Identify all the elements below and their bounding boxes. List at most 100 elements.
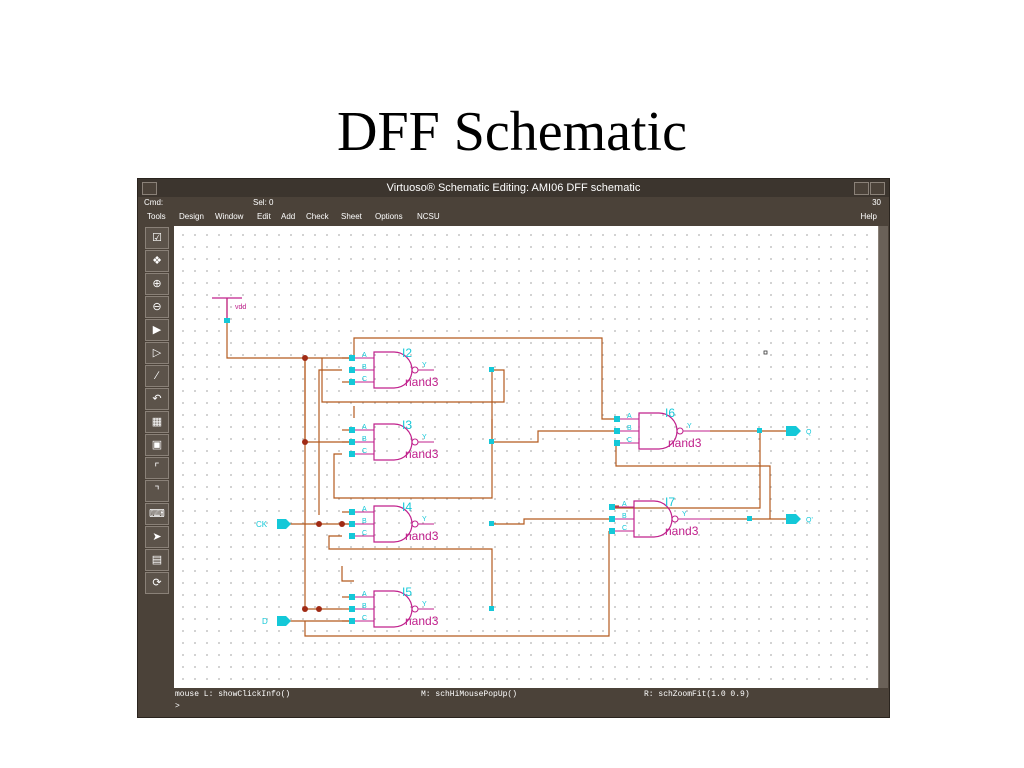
menu-check[interactable]: Check — [306, 212, 329, 221]
zoom-out-icon[interactable]: ⊖ — [145, 296, 169, 318]
gate-i5[interactable]: A B C Y I5 nand3 — [349, 585, 494, 628]
pin-b-label: B — [627, 425, 632, 432]
menu-ncsu[interactable]: NCSU — [417, 212, 440, 221]
pin-c-label: C — [622, 525, 627, 532]
tool-palette: ☑ ❖ ⊕ ⊖ ▶ ▷ ∕ ↶ ▦ ▣ ⌜ ⌝ ⌨ ➤ ▤ ⟳ — [142, 225, 174, 690]
schematic-drawing[interactable]: vdd CK D Q Q' — [174, 226, 879, 688]
mouse-middle-binding: M: schHiMousePopUp() — [421, 690, 518, 699]
pin-a-label: A — [627, 413, 632, 420]
pin-icon[interactable]: ➤ — [145, 526, 169, 548]
pin-y-label: Y — [422, 516, 427, 523]
menu-sheet[interactable]: Sheet — [341, 212, 362, 221]
menu-options[interactable]: Options — [375, 212, 403, 221]
descend-icon[interactable]: ▤ — [145, 549, 169, 571]
gate-type: nand3 — [405, 447, 439, 461]
pin-y-label: Y — [687, 423, 692, 430]
mouse-left-binding: mouse L: showClickInfo() — [175, 690, 291, 699]
undo-icon[interactable]: ↶ — [145, 388, 169, 410]
pin-y-label: Y — [422, 434, 427, 441]
mouse-binding-bar: mouse L: showClickInfo() M: schHiMousePo… — [174, 689, 887, 701]
wire-icon[interactable]: ∕ — [145, 365, 169, 387]
wire-narrow-icon[interactable]: ⌜ — [145, 457, 169, 479]
pin-c-label: C — [362, 448, 367, 455]
gate-i3[interactable]: A B C Y I3 nand3 — [349, 418, 494, 461]
menu-help[interactable]: Help — [860, 212, 877, 221]
pin-c-label: C — [627, 437, 632, 444]
pin-a-label: A — [362, 352, 367, 359]
sel-label: Sel: 0 — [253, 198, 274, 207]
zoom-fit-icon[interactable]: ❖ — [145, 250, 169, 272]
gate-i2[interactable]: A B C Y I2 nand3 — [349, 346, 494, 389]
pin-ck-label: CK — [256, 520, 268, 529]
gate-i7[interactable]: A B C Y I7 nand3 — [609, 495, 752, 538]
pin-a-label: A — [362, 424, 367, 431]
gate-type: nand3 — [668, 436, 702, 450]
menu-add[interactable]: Add — [281, 212, 296, 221]
wires — [226, 298, 786, 637]
gate-type: nand3 — [405, 614, 439, 628]
stretch-icon[interactable]: ▶ — [145, 319, 169, 341]
virtuoso-window: Virtuoso® Schematic Editing: AMI06 DFF s… — [137, 178, 890, 718]
pin-d-label: D — [262, 617, 268, 626]
pin-c-label: C — [362, 530, 367, 537]
menu-bar: Tools Design Window Edit Add Check Sheet… — [138, 209, 889, 225]
copy-icon[interactable]: ▷ — [145, 342, 169, 364]
gate-name: I3 — [402, 418, 412, 432]
pin-b-label: B — [362, 436, 367, 443]
pin-y-label: Y — [422, 601, 427, 608]
vertical-scrollbar[interactable] — [878, 226, 888, 688]
instance-icon[interactable]: ▣ — [145, 434, 169, 456]
command-line[interactable]: > — [174, 701, 887, 713]
pin-q-label: Q — [806, 429, 812, 436]
menu-design[interactable]: Design — [179, 212, 204, 221]
return-icon[interactable]: ⟳ — [145, 572, 169, 594]
window-menu-icon[interactable] — [142, 182, 157, 195]
menu-tools[interactable]: Tools — [147, 212, 166, 221]
pin-y-label: Y — [422, 362, 427, 369]
pin-qb[interactable]: Q' — [786, 514, 813, 524]
slide-title: DFF Schematic — [337, 101, 687, 163]
gate-type: nand3 — [405, 529, 439, 543]
zoom-in-icon[interactable]: ⊕ — [145, 273, 169, 295]
selection-marker — [763, 350, 768, 355]
status-bar: Cmd: Sel: 0 30 — [138, 197, 889, 209]
window-title: Virtuoso® Schematic Editing: AMI06 DFF s… — [386, 182, 641, 194]
window-titlebar[interactable]: Virtuoso® Schematic Editing: AMI06 DFF s… — [138, 179, 889, 197]
maximize-icon[interactable] — [870, 182, 885, 195]
gate-type: nand3 — [405, 375, 439, 389]
vdd-label: vdd — [235, 304, 246, 311]
wire-wide-icon[interactable]: ⌝ — [145, 480, 169, 502]
pin-d[interactable]: D — [262, 616, 291, 626]
pin-a-label: A — [622, 501, 627, 508]
status-count: 30 — [872, 198, 881, 207]
check-box-icon[interactable]: ☑ — [145, 227, 169, 249]
gate-type: nand3 — [665, 524, 699, 538]
gate-name: I4 — [402, 500, 412, 514]
gate-name: I6 — [665, 406, 675, 420]
label-icon[interactable]: ⌨ — [145, 503, 169, 525]
gate-i6[interactable]: A B C Y I6 nand3 — [614, 406, 762, 450]
pin-y-label: Y — [682, 511, 687, 518]
gate-name: I7 — [665, 495, 675, 509]
pin-ck[interactable]: CK — [256, 519, 291, 529]
vdd-symbol[interactable]: vdd — [212, 297, 246, 323]
pin-b-label: B — [362, 364, 367, 371]
gate-name: I2 — [402, 346, 412, 360]
pin-a-label: A — [362, 591, 367, 598]
minimize-icon[interactable] — [854, 182, 869, 195]
pin-c-label: C — [362, 615, 367, 622]
pin-qb-label: Q' — [806, 517, 813, 524]
pin-b-label: B — [622, 513, 627, 520]
gate-i4[interactable]: A B C Y I4 nand3 — [349, 500, 494, 543]
cmd-label: Cmd: — [144, 198, 164, 207]
menu-window[interactable]: Window — [215, 212, 244, 221]
pin-a-label: A — [362, 506, 367, 513]
pin-b-label: B — [362, 518, 367, 525]
pin-q[interactable]: Q — [786, 426, 812, 436]
schematic-canvas[interactable]: vdd CK D Q Q' — [174, 226, 879, 688]
menu-edit[interactable]: Edit — [257, 212, 271, 221]
command-prompt: > — [175, 702, 180, 711]
pin-b-label: B — [362, 603, 367, 610]
property-icon[interactable]: ▦ — [145, 411, 169, 433]
wire-junctions — [302, 355, 345, 612]
